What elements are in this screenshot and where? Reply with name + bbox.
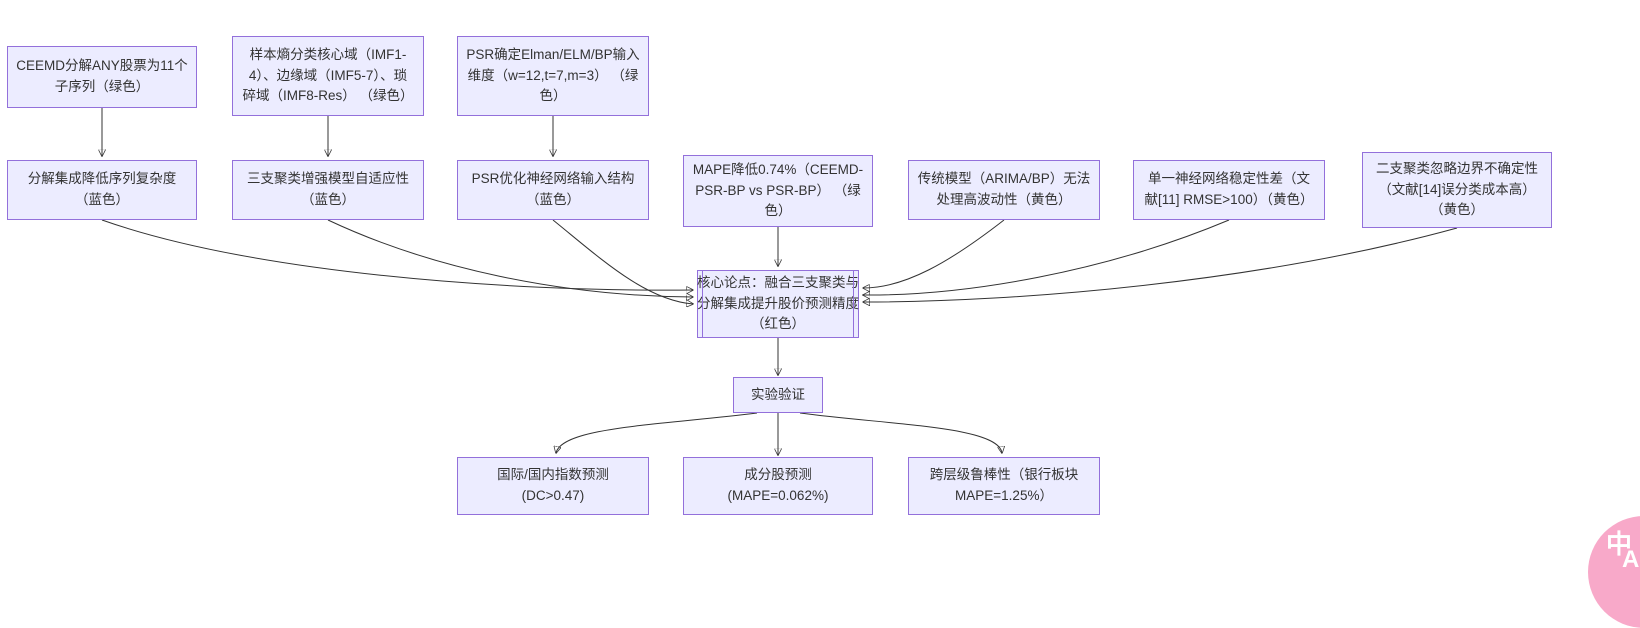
- node-mape-reduction: MAPE降低0.74%（CEEMD- PSR-BP vs PSR-BP） （绿 …: [683, 155, 873, 227]
- node-binary-clustering-limits: 二支聚类忽略边界不确定性 （文献[14]误分类成本高） （黄色）: [1362, 152, 1552, 228]
- node-label: 样本熵分类核心域（IMF1- 4）、边缘域（IMF5-7）、琐 碎域（IMF8-…: [242, 46, 414, 104]
- flowchart-canvas: CEEMD分解ANY股票为11个 子序列（绿色） 样本熵分类核心域（IMF1- …: [7, 36, 1640, 628]
- node-traditional-models: 传统模型（ARIMA/BP）无法 处理高波动性（黄色）: [908, 160, 1100, 220]
- node-constituent-prediction: 成分股预测 (MAPE=0.062%): [683, 457, 873, 515]
- node-sample-entropy: 样本熵分类核心域（IMF1- 4）、边缘域（IMF5-7）、琐 碎域（IMF8-…: [232, 36, 424, 116]
- node-label: CEEMD分解ANY股票为11个 子序列（绿色）: [16, 58, 188, 94]
- node-label: 三支聚类增强模型自适应性 （蓝色）: [247, 171, 409, 207]
- edge-psropt-core: [552, 219, 693, 304]
- node-label: 国际/国内指数预测 (DC>0.47): [497, 467, 609, 503]
- node-decomposition-ensemble: 分解集成降低序列复杂度 （蓝色）: [7, 160, 197, 220]
- edge-threeway-core: [327, 219, 693, 297]
- node-label: 分解集成降低序列复杂度 （蓝色）: [27, 171, 177, 207]
- node-psr-input-dim: PSR确定Elman/ELM/BP输入 维度（w=12,t=7,m=3） （绿 …: [457, 36, 649, 116]
- translate-badge[interactable]: 中 A: [1588, 516, 1640, 628]
- node-three-way-clustering: 三支聚类增强模型自适应性 （蓝色）: [232, 160, 424, 220]
- node-label: PSR确定Elman/ELM/BP输入 维度（w=12,t=7,m=3） （绿 …: [466, 46, 640, 104]
- edge-experiment-index: [556, 412, 758, 453]
- node-label: 传统模型（ARIMA/BP）无法 处理高波动性（黄色）: [917, 171, 1091, 207]
- node-label: 单一神经网络稳定性差（文 献[11] RMSE>100）（黄色）: [1144, 171, 1314, 207]
- edge-traditional-core: [863, 219, 1005, 288]
- node-label: 二支聚类忽略边界不确定性 （文献[14]误分类成本高） （黄色）: [1376, 160, 1538, 218]
- node-label: PSR优化神经网络输入结构 （蓝色）: [471, 171, 635, 207]
- node-label: 实验验证: [751, 386, 805, 402]
- translate-badge-latin-glyph: A: [1622, 546, 1640, 573]
- edge-experiment-robust: [799, 412, 1002, 453]
- node-experiment-validation: 实验验证: [733, 377, 823, 413]
- node-label: 核心论点：融合三支聚类与 分解集成提升股价预测精度 （红色）: [697, 274, 859, 332]
- node-ceemd-decompose: CEEMD分解ANY股票为11个 子序列（绿色）: [7, 46, 197, 108]
- node-index-prediction: 国际/国内指数预测 (DC>0.47): [457, 457, 649, 515]
- node-cross-level-robustness: 跨层级鲁棒性（银行板块 MAPE=1.25%）: [908, 457, 1100, 515]
- node-label: MAPE降低0.74%（CEEMD- PSR-BP vs PSR-BP） （绿 …: [692, 161, 864, 219]
- node-core-thesis: 核心论点：融合三支聚类与 分解集成提升股价预测精度 （红色）: [697, 270, 859, 338]
- node-single-nn-instability: 单一神经网络稳定性差（文 献[11] RMSE>100）（黄色）: [1133, 160, 1325, 220]
- node-label: 跨层级鲁棒性（银行板块 MAPE=1.25%）: [929, 467, 1079, 503]
- edge-decomp-core: [101, 219, 693, 290]
- translate-badge-chinese-glyph: 中: [1606, 529, 1633, 559]
- node-psr-optimize: PSR优化神经网络输入结构 （蓝色）: [457, 160, 649, 220]
- edge-binary-core: [863, 227, 1458, 302]
- node-label: 成分股预测 (MAPE=0.062%): [727, 467, 829, 503]
- edge-singlenn-core: [863, 219, 1230, 295]
